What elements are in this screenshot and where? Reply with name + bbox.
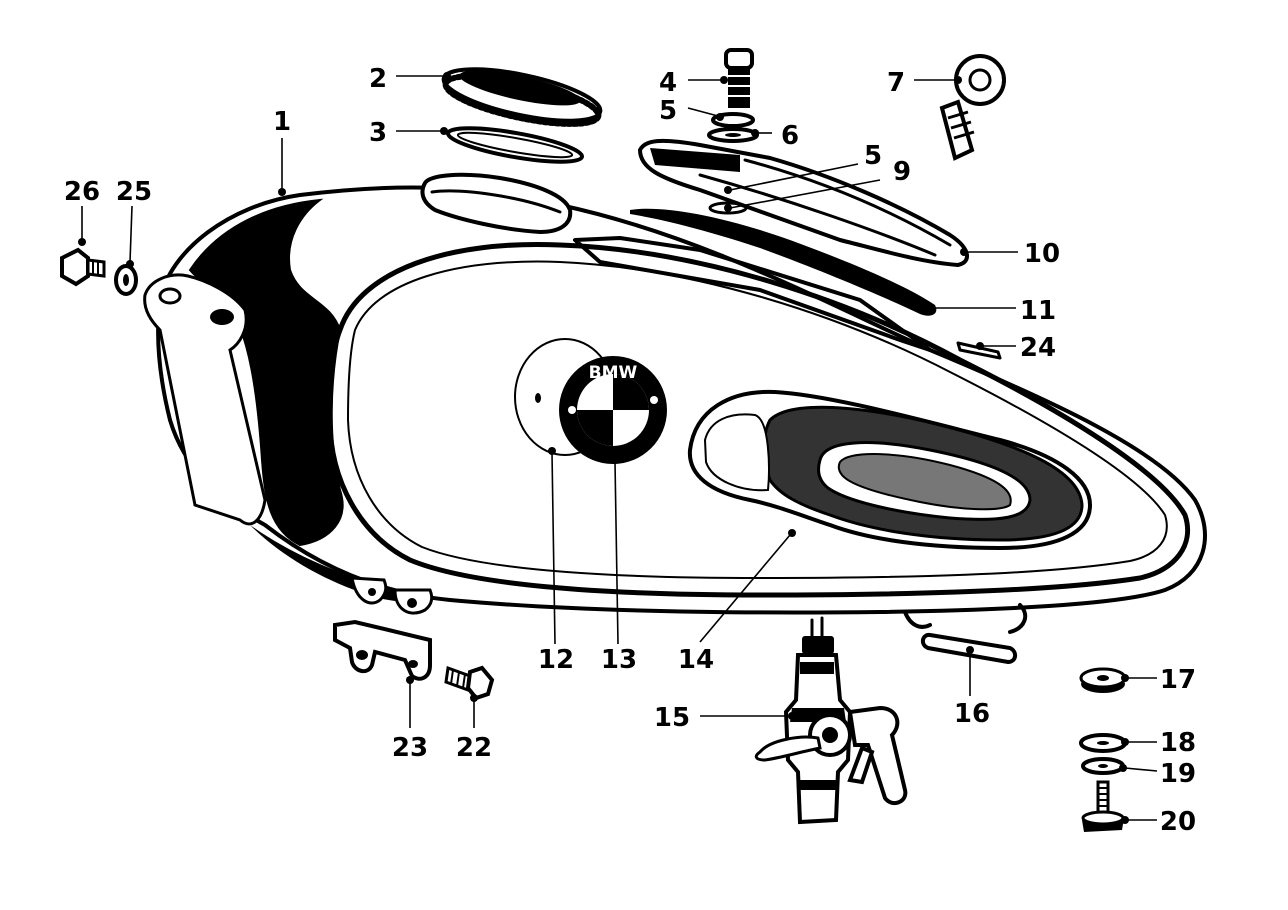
fuel-tap <box>754 616 908 825</box>
tray-screw <box>724 48 754 108</box>
callout-16: 16 <box>954 699 990 729</box>
callout-7: 7 <box>887 68 905 98</box>
callout-10: 10 <box>1024 239 1060 269</box>
bmw-emblem: BMW <box>559 356 667 464</box>
emblem-text: BMW <box>589 363 638 383</box>
callout-19: 19 <box>1160 759 1196 789</box>
callout-22: 22 <box>456 733 492 763</box>
callout-9: 9 <box>893 157 911 187</box>
callout-15: 15 <box>654 703 690 733</box>
knee-pad <box>687 389 1093 551</box>
cap-gasket <box>446 126 584 164</box>
banjo-fitting <box>939 54 1006 161</box>
callout-24: 24 <box>1020 333 1056 363</box>
stud-bolt <box>1081 780 1125 832</box>
rubber-buffer <box>1079 667 1127 693</box>
rubber-washer <box>1081 757 1125 775</box>
callout-5a: 5 <box>659 96 677 126</box>
callout-18: 18 <box>1160 728 1196 758</box>
callout-11: 11 <box>1020 296 1056 326</box>
callout-13: 13 <box>601 645 637 675</box>
lock-washer <box>114 264 138 296</box>
filler-cap <box>441 67 603 127</box>
tray-seal <box>630 208 937 316</box>
tank-bracket <box>333 619 432 681</box>
callout-6: 6 <box>781 121 799 151</box>
retaining-pin <box>956 341 1002 360</box>
callout-labels: 1 2 3 4 5 6 7 5 9 10 11 24 26 25 12 13 1… <box>64 64 1196 837</box>
callout-1: 1 <box>273 107 291 137</box>
callout-12: 12 <box>538 645 574 675</box>
fuel-tank <box>143 172 1207 634</box>
callout-4: 4 <box>659 68 677 98</box>
bracket-bolt <box>444 665 495 701</box>
callout-2: 2 <box>369 64 387 94</box>
callout-20: 20 <box>1160 807 1196 837</box>
bolt-left <box>60 247 106 287</box>
callout-25: 25 <box>116 177 152 207</box>
callout-5b: 5 <box>864 141 882 171</box>
flat-washer <box>1079 733 1127 753</box>
callout-3: 3 <box>369 118 387 148</box>
leader-lines <box>78 72 1158 824</box>
callout-23: 23 <box>392 733 428 763</box>
callout-26: 26 <box>64 177 100 207</box>
callout-14: 14 <box>678 645 714 675</box>
callout-17: 17 <box>1160 665 1196 695</box>
